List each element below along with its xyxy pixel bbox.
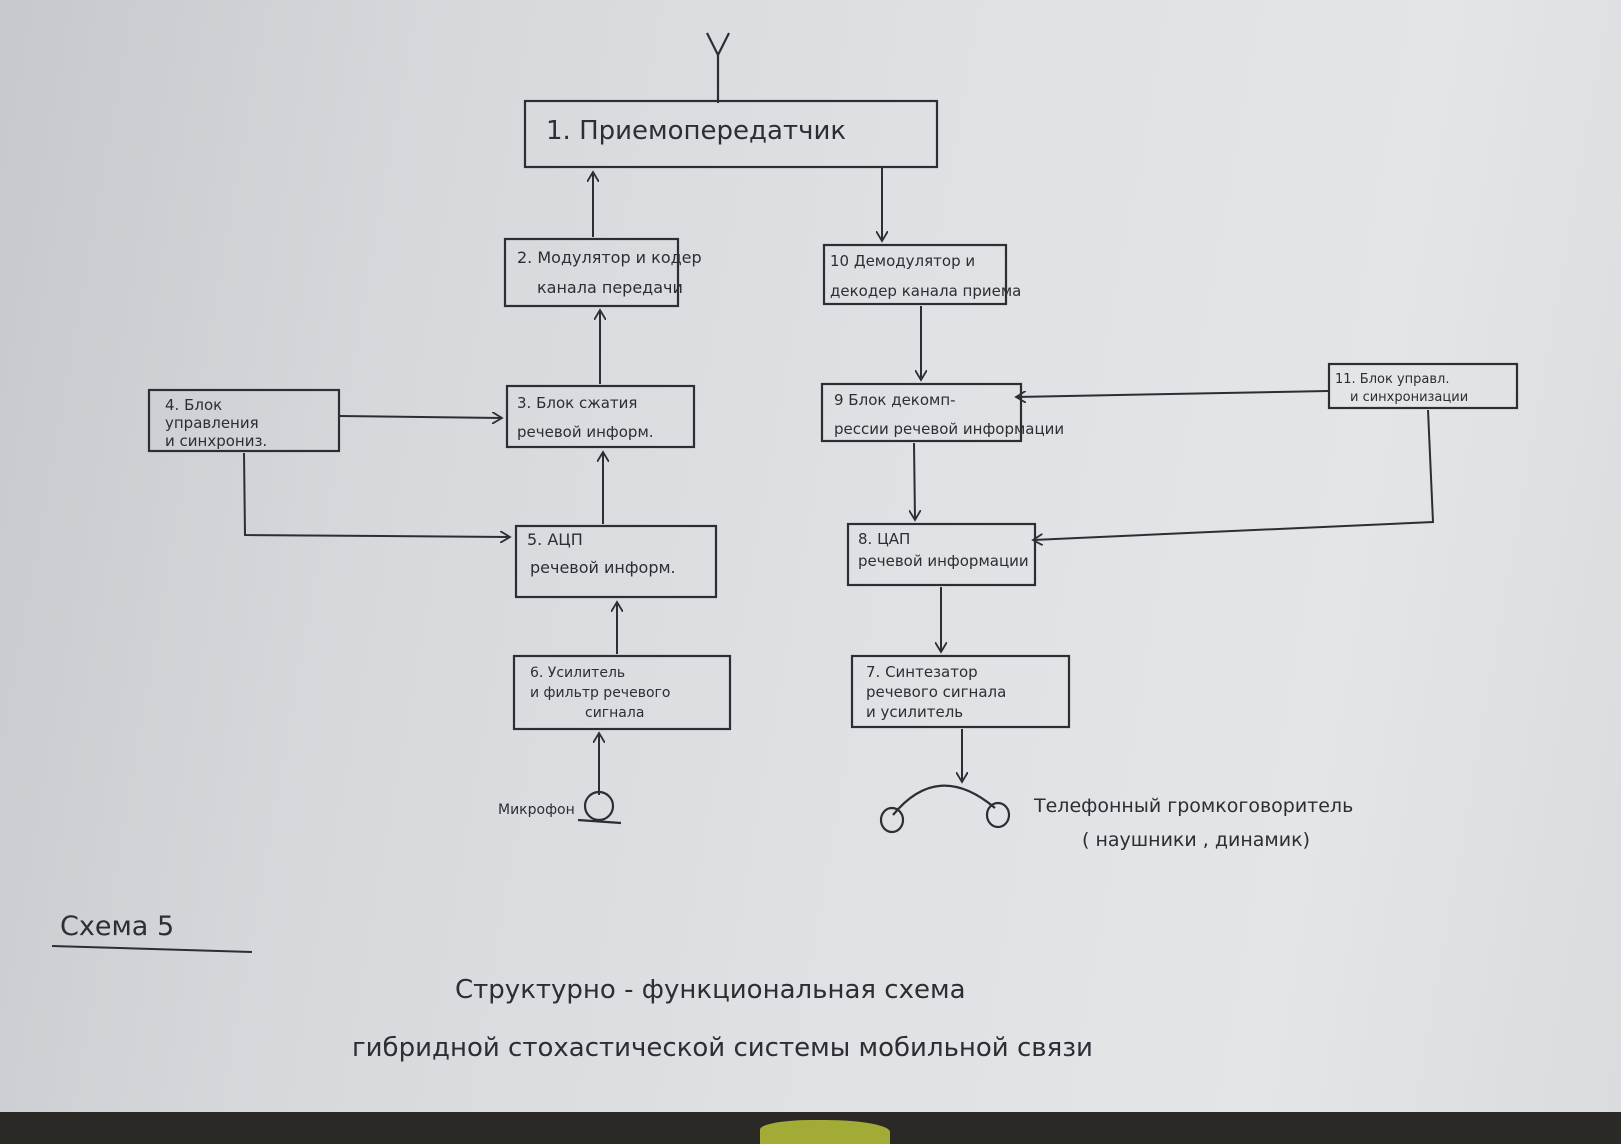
arrow-4-to-5 (243, 452, 510, 537)
paper-sheet (0, 0, 1621, 1115)
block-3-label-line1: 3. Блок сжатия (517, 394, 637, 412)
block-7-label-line3: и усилитель (866, 703, 963, 721)
block-8-dac (846, 522, 1037, 587)
headphones-icon (879, 784, 1011, 834)
arrow-9-to-8 (914, 442, 915, 520)
arrow-11-to-9 (1016, 390, 1329, 397)
block-5-label-line1: 5. АЦП (527, 530, 583, 549)
microphone-icon (577, 790, 622, 825)
block-4-control (147, 388, 341, 453)
block-2-label-line1: 2. Модулятор и кодер (517, 248, 702, 267)
block-2-label-line2: канала передачи (537, 278, 683, 297)
block-1-label: 1. Приемопередатчик (546, 116, 846, 146)
block-7-label-line1: 7. Синтезатор (866, 663, 978, 681)
block-5-label-line2: речевой информ. (530, 558, 676, 577)
antenna-icon (706, 32, 730, 103)
block-1-transceiver (523, 99, 939, 169)
block-9-label-line1: 9 Блок декомп- (834, 391, 956, 409)
block-10-demodulator (822, 243, 1008, 306)
block-9-label-line2: рессии речевой информации (834, 420, 1064, 438)
arrow-4-to-3 (339, 416, 502, 418)
block-4-label-line3: и синхрониз. (165, 432, 267, 450)
block-7-label-line2: речевого сигнала (866, 683, 1006, 701)
block-11-control (1327, 362, 1519, 410)
yellow-object (760, 1120, 890, 1144)
block-8-label-line1: 8. ЦАП (858, 530, 910, 548)
block-10-label-line2: декодер канала приема (830, 282, 1021, 300)
speaker-label-line1: Телефонный громкоговоритель (1033, 795, 1353, 817)
block-6-label-line1: 6. Усилитель (530, 665, 625, 681)
block-8-label-line2: речевой информации (858, 552, 1029, 570)
microphone-label: Микрофон (498, 802, 575, 818)
block-6-label-line3: сигнала (585, 705, 644, 721)
block-4-label-line1: 4. Блок (165, 396, 222, 414)
block-11-label-line1: 11. Блок управл. (1335, 372, 1450, 387)
block-11-label-line2: и синхронизации (1350, 390, 1468, 405)
block-10-label-line1: 10 Демодулятор и (830, 252, 975, 270)
caption-line-2: гибридной стохастической системы мобильн… (352, 1033, 1093, 1063)
block-7-synthesizer (850, 654, 1071, 729)
block-2-modulator (503, 237, 680, 308)
scheme-number-underline (51, 945, 253, 953)
block-3-compression (505, 384, 696, 449)
caption-line-1: Структурно - функциональная схема (455, 975, 966, 1005)
block-6-amplifier-filter (512, 654, 732, 731)
block-3-label-line2: речевой информ. (517, 423, 654, 441)
block-4-label-line2: управления (165, 414, 259, 432)
block-5-adc (514, 524, 718, 599)
block-9-decompression (820, 382, 1023, 443)
arrow-11-to-8 (1033, 409, 1435, 540)
scheme-number: Схема 5 (60, 911, 174, 942)
speaker-label-line2: ( наушники , динамик) (1082, 829, 1310, 851)
block-6-label-line2: и фильтр речевого (530, 685, 670, 701)
